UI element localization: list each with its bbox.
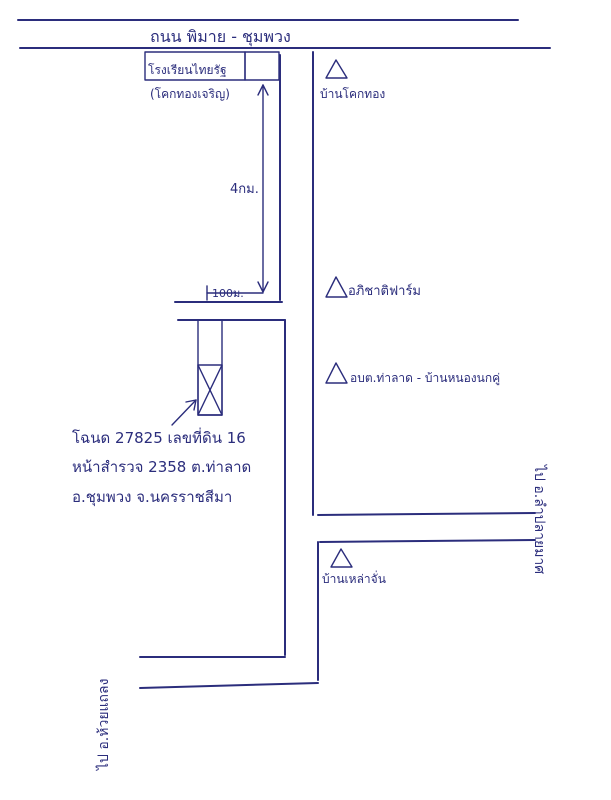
arrow-head-up <box>257 84 269 96</box>
plot-deed-line: โฉนด 27825 เลขที่ดิน 16 <box>72 427 246 447</box>
plot-address-line: อ.ชุมพวง จ.นครราชสีมา <box>72 488 232 507</box>
plot-pointer-arrow <box>171 399 197 426</box>
land-plot-cross-b <box>197 364 223 416</box>
farm-triangle-icon <box>325 276 348 298</box>
village-1-label: บ้านโคกทอง <box>320 87 385 101</box>
plot-survey-line: หน้าสำรวจ 2358 ต.ท่าลาด <box>72 458 251 476</box>
arrow-head-down <box>257 281 269 293</box>
route-right-label: ไป อ.ลำปลายมาศ <box>531 464 548 574</box>
village-2-triangle-icon <box>330 548 353 568</box>
sao-office-triangle-icon <box>325 362 348 384</box>
village-1-triangle-icon <box>325 59 348 79</box>
main-road-label: ถนน พิมาย - ชุมพวง <box>150 27 291 47</box>
school-subname: (โคกทองเจริญ) <box>150 87 230 101</box>
side-road-east-top <box>317 512 536 516</box>
sao-office-label: อบต.ท่าลาด - บ้านหนองนกคู่ <box>350 371 500 386</box>
side-road-east-bottom <box>319 539 536 543</box>
land-plot-parcel <box>197 364 223 416</box>
distance-vertical-label: 4กม. <box>230 182 259 197</box>
plot-pointer-head <box>185 399 197 411</box>
farm-label: อภิชาติฟาร์ม <box>348 283 421 299</box>
school-name: โรงเรียนไทยรัฐ <box>148 63 227 77</box>
side-road-south-bottom <box>139 682 319 689</box>
village-2-label: บ้านเหล่าจั่น <box>322 570 386 586</box>
distance-horizontal-label: 100ม. <box>212 287 244 300</box>
land-plot-column <box>197 319 223 416</box>
route-left-label: ไป อ.ห้วยแถลง <box>95 679 112 771</box>
school-annex <box>244 51 280 81</box>
